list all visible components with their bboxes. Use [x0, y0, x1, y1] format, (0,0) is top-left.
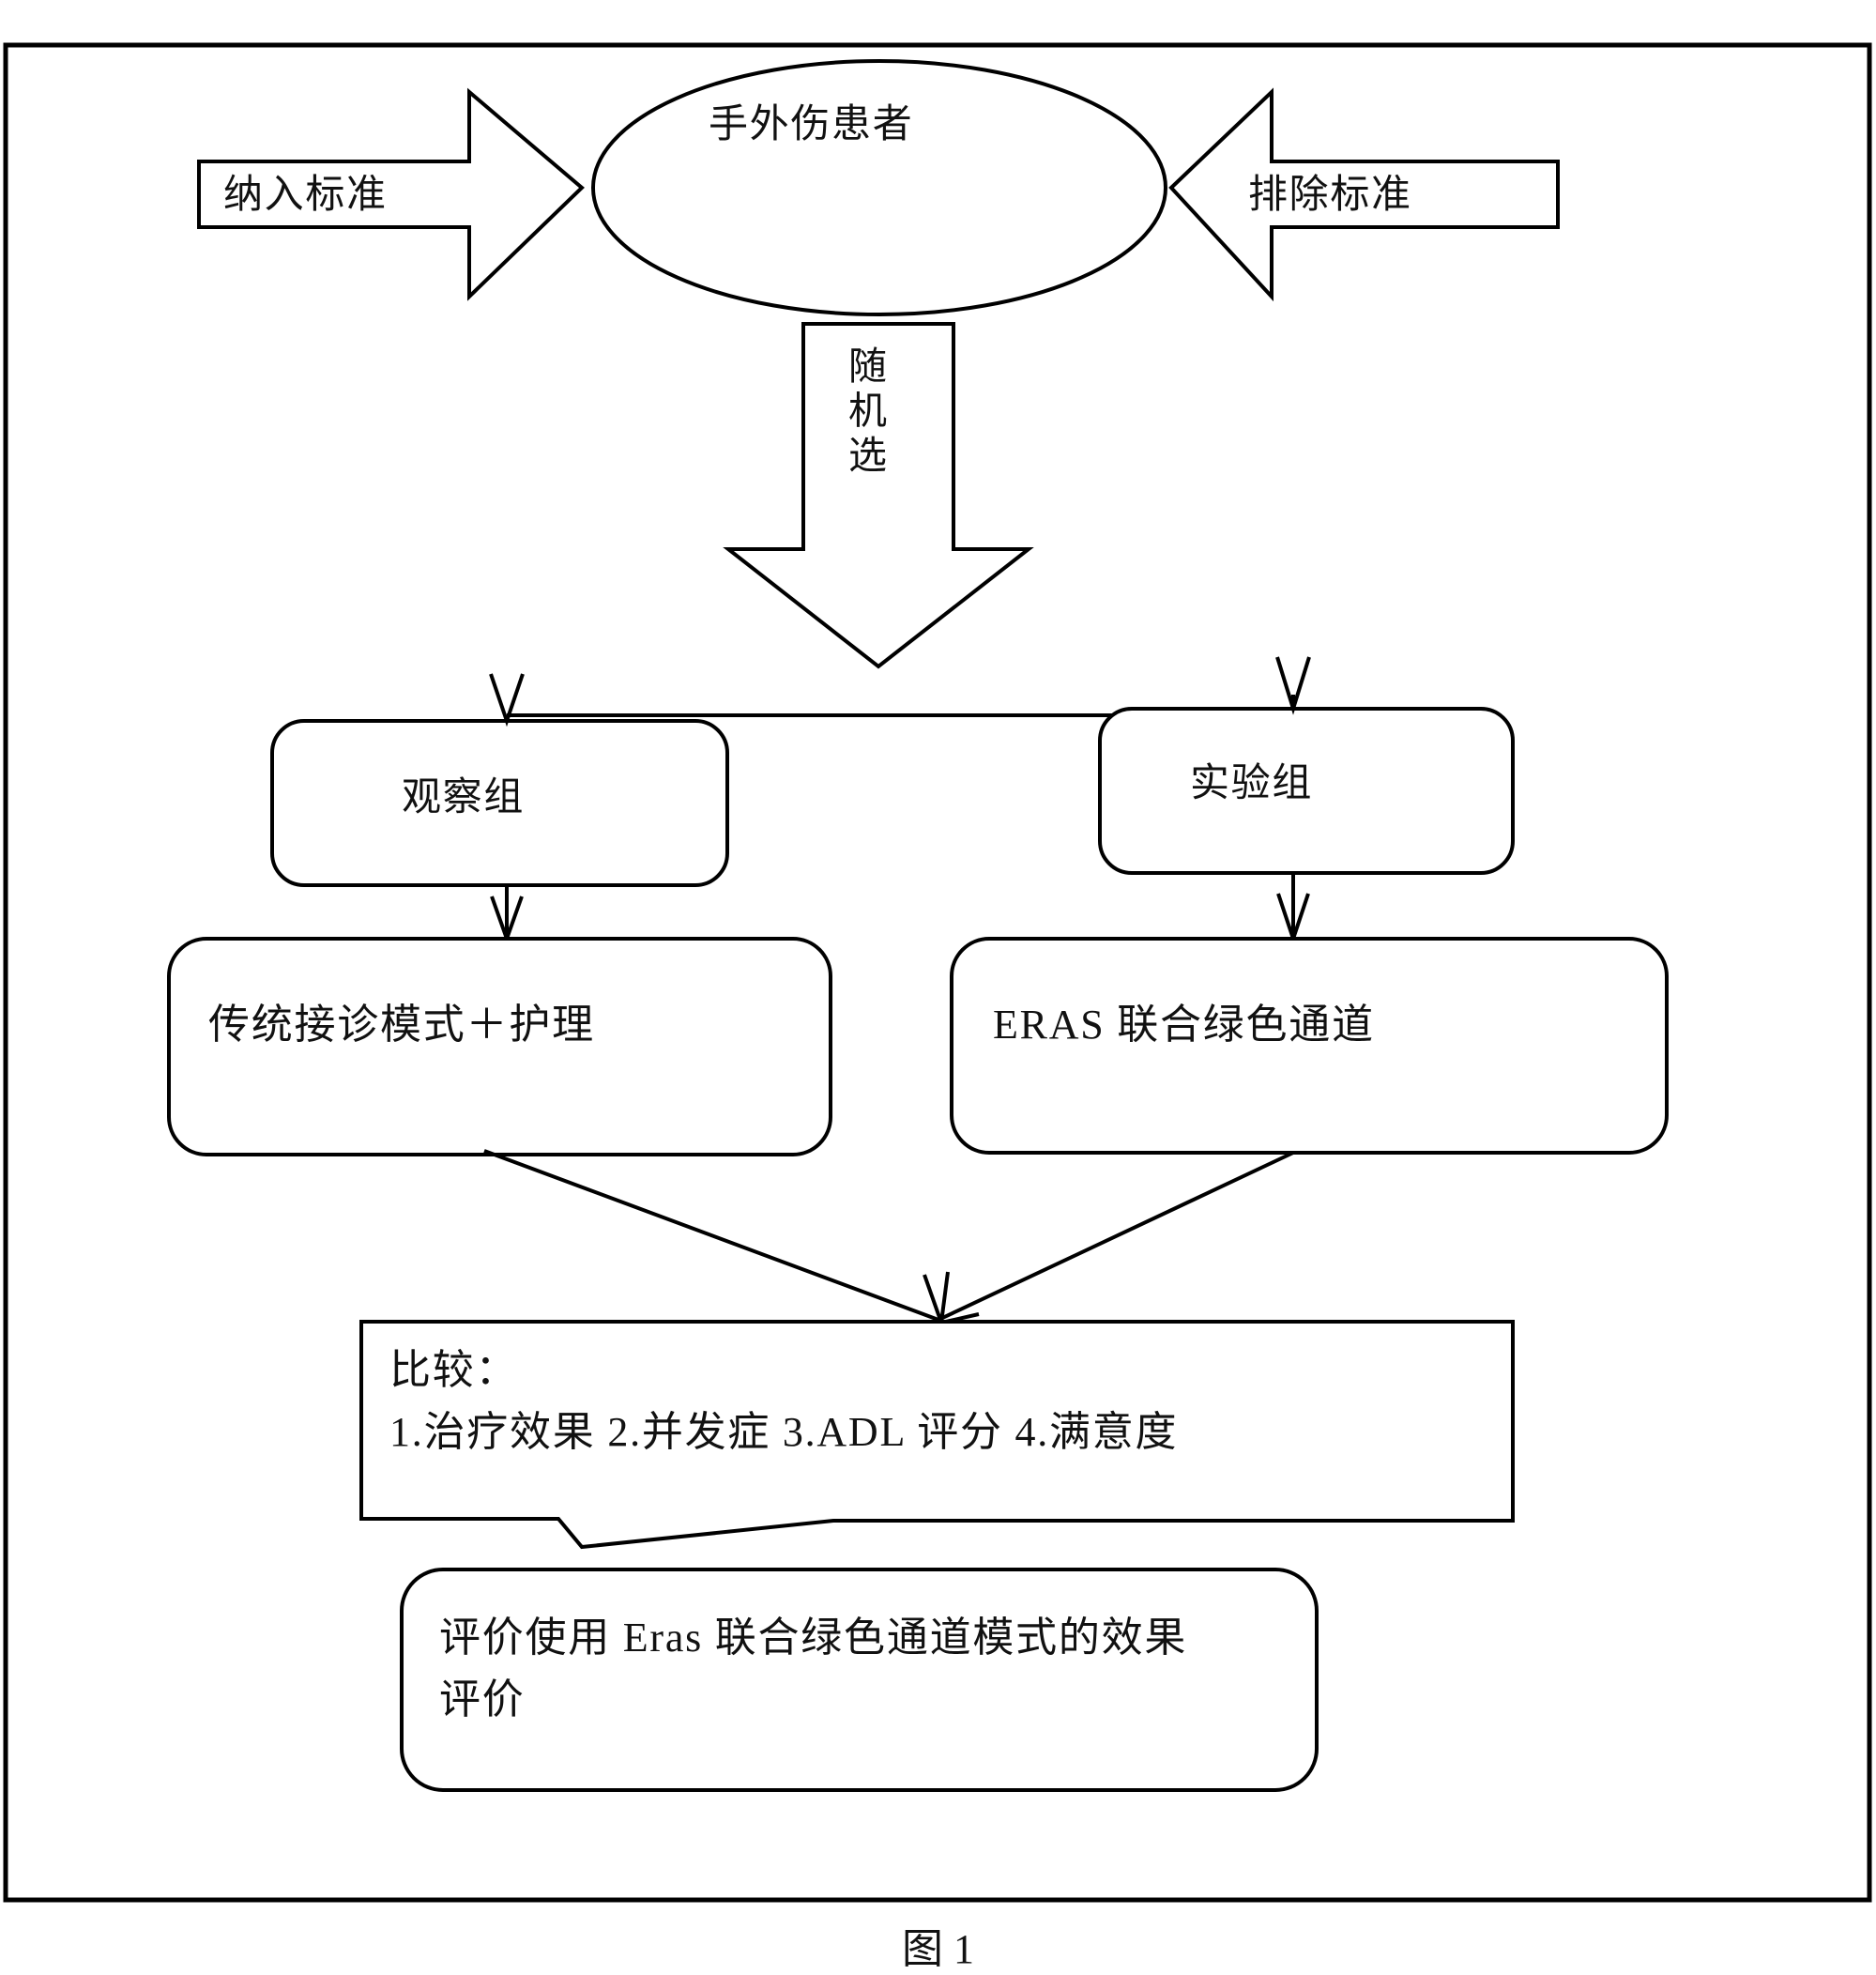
- conclusion-label: 评价使用 Eras 联合绿色通道模式的效果 评价: [439, 1615, 1188, 1722]
- arrowhead-to-group-control: [489, 673, 525, 727]
- figure-caption: 图 1: [902, 1926, 974, 1972]
- arrowhead-to-group-experimental: [1275, 656, 1311, 715]
- edge-control-to-comparison: [483, 1149, 939, 1322]
- edge-experimental-to-comparison: [938, 1151, 1294, 1322]
- exclusion-criteria-label: 排除标准: [1248, 174, 1412, 217]
- intervention-control-label: 传统接诊模式＋护理: [208, 1002, 595, 1048]
- randomize-label: 随机选: [842, 345, 886, 480]
- group-control-box-shape: [270, 719, 729, 887]
- conclusion-box-shape: [400, 1568, 1319, 1792]
- inclusion-criteria-arrow-shape: [197, 87, 585, 301]
- comparison-heading: 比较：: [389, 1347, 519, 1393]
- comparison-items-line: 1.治疗效果 2.并发症 3.ADL 评分 4.满意度: [389, 1409, 1179, 1455]
- group-control-label: 观察组: [402, 776, 526, 819]
- group-experimental-label: 实验组: [1190, 762, 1314, 805]
- intervention-experimental-box-shape: [950, 937, 1669, 1155]
- inclusion-criteria-label: 纳入标准: [223, 174, 388, 217]
- group-experimental-box-shape: [1098, 707, 1515, 875]
- intervention-experimental-label: ERAS 联合绿色通道: [993, 1002, 1375, 1048]
- comparison-callout-shape: [359, 1320, 1515, 1550]
- exclusion-criteria-arrow-shape: [1168, 87, 1560, 302]
- intervention-control-box-shape: [167, 937, 832, 1156]
- population-ellipse-shape: [591, 59, 1167, 316]
- randomize-arrow-shape: [723, 322, 1034, 669]
- population-label: 手外伤患者: [709, 103, 914, 146]
- figure-frame: [3, 42, 1872, 1903]
